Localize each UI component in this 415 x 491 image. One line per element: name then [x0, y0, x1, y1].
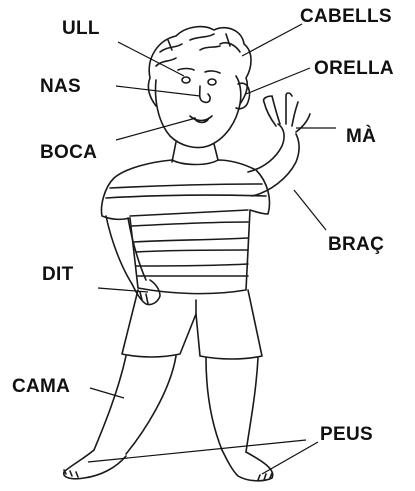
- label-nas: NAS: [40, 76, 81, 98]
- right-foot: [222, 450, 273, 481]
- label-cama: CAMA: [12, 376, 70, 398]
- leader-boca: [116, 118, 196, 140]
- leader-peus-1: [88, 440, 306, 462]
- leader-orella: [246, 68, 310, 94]
- raised-hand: [264, 93, 310, 132]
- label-dit: DIT: [42, 264, 74, 286]
- raised-arm: [248, 124, 299, 196]
- left-foot: [64, 450, 126, 479]
- right-leg: [206, 358, 258, 452]
- label-brac: BRAÇ: [328, 234, 384, 256]
- left-eye: [182, 77, 190, 83]
- label-cabells: CABELLS: [300, 6, 392, 28]
- leader-cama: [90, 388, 124, 398]
- nose: [200, 86, 210, 102]
- ear: [236, 83, 250, 109]
- right-eye: [208, 79, 216, 85]
- label-boca: BOCA: [40, 142, 97, 164]
- label-ull: ULL: [62, 18, 100, 40]
- label-ma: MÀ: [346, 126, 376, 148]
- leader-cabells: [242, 24, 302, 56]
- leader-brac: [294, 190, 326, 230]
- label-orella: ORELLA: [314, 58, 394, 80]
- label-peus: PEUS: [320, 424, 373, 446]
- left-leg: [94, 356, 176, 454]
- leader-nas: [116, 86, 200, 96]
- leader-peus-2: [262, 442, 318, 474]
- face-outline: [156, 76, 241, 148]
